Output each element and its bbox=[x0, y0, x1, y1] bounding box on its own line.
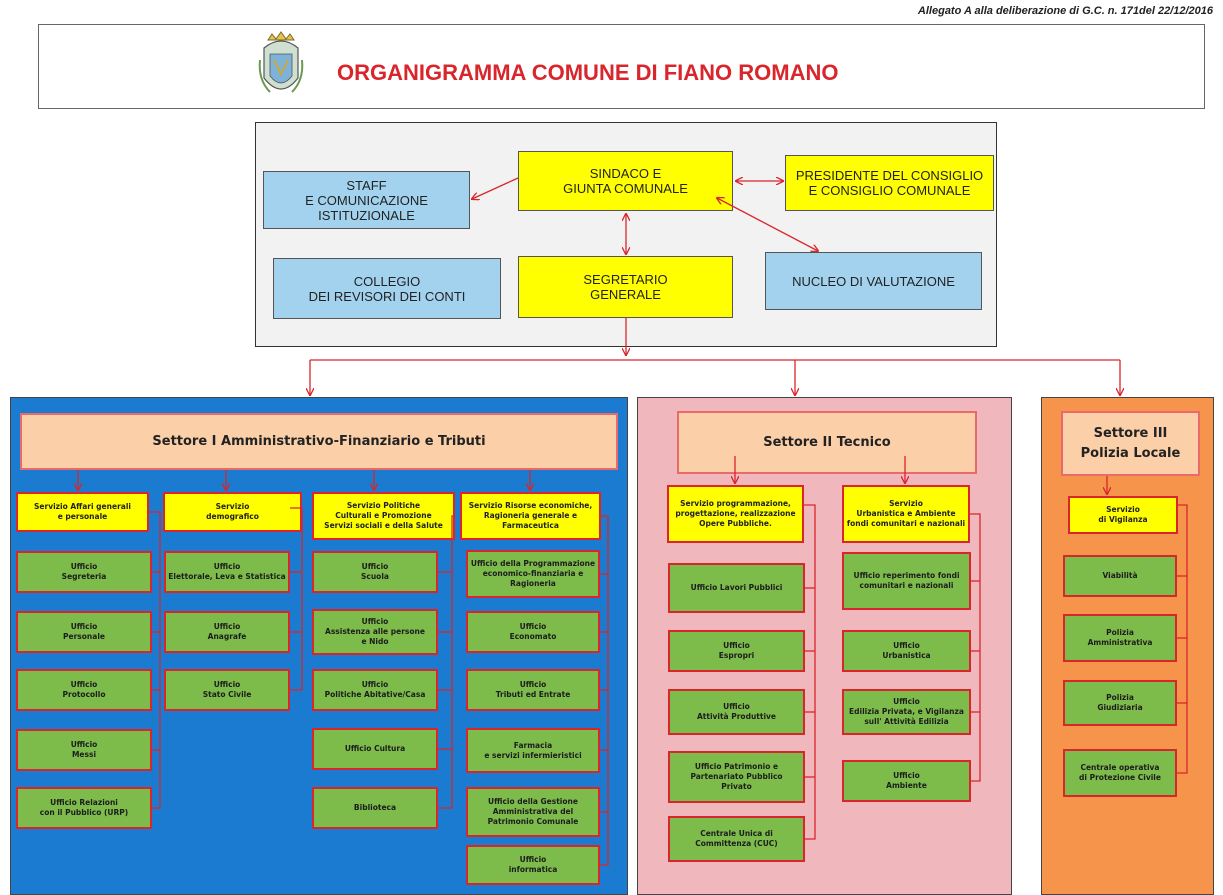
office-cultura: Ufficio Cultura bbox=[312, 728, 438, 770]
office-elettorale: Ufficio Elettorale, Leva e Statistica bbox=[164, 551, 290, 593]
sector3-title: Settore III Polizia Locale bbox=[1061, 411, 1200, 476]
sector1-title: Settore I Amministrativo-Finanziario e T… bbox=[20, 413, 618, 470]
collegio-box: COLLEGIO DEI REVISORI DEI CONTI bbox=[273, 258, 501, 319]
nucleo-box: NUCLEO DI VALUTAZIONE bbox=[765, 252, 982, 310]
sector2-title: Settore II Tecnico bbox=[677, 411, 977, 474]
presidente-box: PRESIDENTE DEL CONSIGLIO E CONSIGLIO COM… bbox=[785, 155, 994, 211]
office-economato: Ufficio Economato bbox=[466, 611, 600, 653]
office-scuola: Ufficio Scuola bbox=[312, 551, 438, 593]
office-partenariato: Ufficio Patrimonio e Partenariato Pubbli… bbox=[668, 751, 805, 803]
office-politiche-abitative: Ufficio Politiche Abitative/Casa bbox=[312, 669, 438, 711]
office-ambiente: Ufficio Ambiente bbox=[842, 760, 971, 802]
service-urbanistica-ambiente: Servizio Urbanistica e Ambiente fondi co… bbox=[842, 485, 970, 543]
office-programmazione: Ufficio della Programmazione economico-f… bbox=[466, 550, 600, 598]
service-risorse-economiche: Servizio Risorse economiche, Ragioneria … bbox=[460, 492, 601, 540]
header-box bbox=[38, 24, 1205, 109]
office-polizia-giudiziaria: Polizia Giudiziaria bbox=[1063, 680, 1177, 726]
office-espropri: Ufficio Espropri bbox=[668, 630, 805, 672]
office-biblioteca: Biblioteca bbox=[312, 787, 438, 829]
office-edilizia-privata: Ufficio Edilizia Privata, e Vigilanza su… bbox=[842, 689, 971, 735]
service-affari-generali: Servizio Affari generali e personale bbox=[16, 492, 149, 532]
office-informatica: Ufficio informatica bbox=[466, 845, 600, 885]
coat-of-arms-icon bbox=[258, 31, 304, 93]
office-tributi: Ufficio Tributi ed Entrate bbox=[466, 669, 600, 711]
office-anagrafe: Ufficio Anagrafe bbox=[164, 611, 290, 653]
service-opere-pubbliche: Servizio programmazione, progettazione, … bbox=[667, 485, 804, 543]
office-polizia-amministrativa: Polizia Amministrativa bbox=[1063, 614, 1177, 662]
staff-box: STAFF E COMUNICAZIONE ISTITUZIONALE bbox=[263, 171, 470, 229]
office-protocollo: Ufficio Protocollo bbox=[16, 669, 152, 711]
office-attivita-produttive: Ufficio Attività Produttive bbox=[668, 689, 805, 735]
service-vigilanza: Servizio di Vigilanza bbox=[1068, 496, 1178, 534]
office-lavori-pubblici: Ufficio Lavori Pubblici bbox=[668, 563, 805, 613]
office-messi: Ufficio Messi bbox=[16, 729, 152, 771]
office-urbanistica: Ufficio Urbanistica bbox=[842, 630, 971, 672]
office-reperimento-fondi: Ufficio reperimento fondi comunitari e n… bbox=[842, 552, 971, 610]
office-assistenza: Ufficio Assistenza alle persone e Nido bbox=[312, 609, 438, 655]
office-stato-civile: Ufficio Stato Civile bbox=[164, 669, 290, 711]
office-viabilita: Viabilità bbox=[1063, 555, 1177, 597]
office-urp: Ufficio Relazioni con il Pubblico (URP) bbox=[16, 787, 152, 829]
sindaco-box: SINDACO E GIUNTA COMUNALE bbox=[518, 151, 733, 211]
office-cuc: Centrale Unica di Committenza (CUC) bbox=[668, 816, 805, 862]
office-patrimonio-comunale: Ufficio della Gestione Amministrativa de… bbox=[466, 787, 600, 837]
allegato-note: Allegato A alla deliberazione di G.C. n.… bbox=[917, 5, 1213, 17]
segretario-box: SEGRETARIO GENERALE bbox=[518, 256, 733, 318]
office-farmacia: Farmacia e servizi infermieristici bbox=[466, 728, 600, 773]
page-title: ORGANIGRAMMA COMUNE DI FIANO ROMANO bbox=[337, 60, 839, 85]
service-demografico: Servizio demografico bbox=[163, 492, 302, 532]
office-segreteria: Ufficio Segreteria bbox=[16, 551, 152, 593]
office-protezione-civile: Centrale operativa di Protezione Civile bbox=[1063, 749, 1177, 797]
office-personale: Ufficio Personale bbox=[16, 611, 152, 653]
